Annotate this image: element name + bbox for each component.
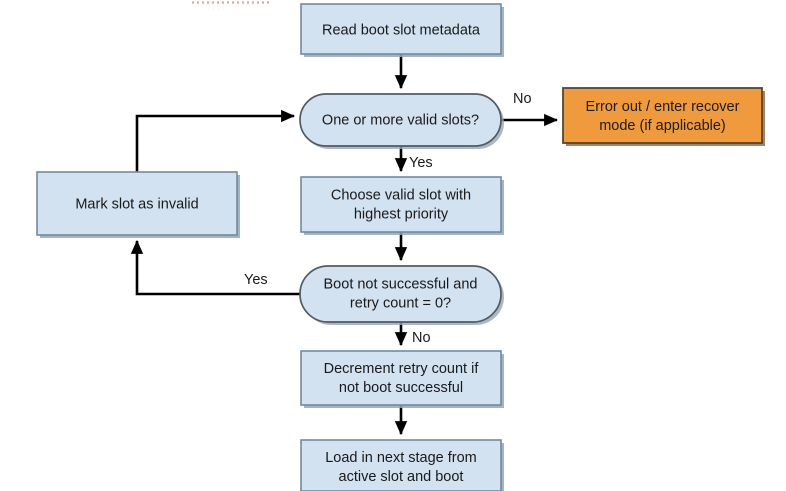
node-label-line-1: Decrement retry count if: [324, 361, 480, 377]
node-label-line-1: Choose valid slot with: [331, 187, 471, 203]
edge-label-no-valid-slots: No: [513, 91, 532, 107]
node-body: [300, 176, 502, 233]
node-read-boot-slot-metadata[interactable]: Read boot slot metadata: [300, 3, 504, 57]
node-body: [300, 3, 502, 55]
node-label-line-2: mode (if applicable): [599, 118, 726, 134]
node-label-line-1: Boot not successful and: [324, 276, 478, 292]
node-label-line-2: active slot and boot: [339, 469, 464, 485]
node-label-line-2: not boot successful: [339, 380, 463, 396]
node-error-out-enter-recover-mode[interactable]: Error out / enter recover mode (if appli…: [562, 87, 765, 146]
node-label-line-1: Load in next stage from: [325, 450, 477, 466]
edge-boot-check-to-mark-invalid: [130, 239, 300, 296]
node-boot-not-successful-retry-zero[interactable]: Boot not successful and retry count = 0?: [299, 265, 504, 325]
node-choose-valid-slot-highest-priority[interactable]: Choose valid slot with highest priority: [300, 176, 504, 235]
node-body: [299, 93, 502, 147]
edge-label-no-retry: No: [412, 330, 431, 346]
node-mark-slot-as-invalid[interactable]: Mark slot as invalid: [36, 171, 240, 238]
node-body: [300, 439, 502, 491]
node-label-line-2: highest priority: [354, 206, 449, 222]
edge-label-layer: No Yes Yes No: [244, 91, 532, 346]
node-body: [562, 87, 763, 144]
node-body: [299, 265, 502, 323]
node-decrement-retry-count[interactable]: Decrement retry count if not boot succes…: [300, 350, 504, 408]
node-body: [300, 350, 502, 406]
edge-mark-invalid-to-valid-slots: [135, 109, 296, 172]
node-label: Mark slot as invalid: [75, 196, 198, 212]
node-label: One or more valid slots?: [322, 112, 479, 128]
edge-label-yes-valid-slots: Yes: [409, 155, 433, 171]
node-label-line-1: Error out / enter recover: [586, 99, 740, 115]
node-load-next-stage-active-slot[interactable]: Load in next stage from active slot and …: [300, 439, 504, 491]
node-one-or-more-valid-slots[interactable]: One or more valid slots?: [299, 93, 504, 149]
node-label-line-2: retry count = 0?: [350, 295, 451, 311]
edge-label-yes-retry-loop: Yes: [244, 272, 268, 288]
node-label: Read boot slot metadata: [322, 22, 481, 38]
edge-layer: [130, 54, 559, 436]
node-body: [36, 171, 238, 236]
